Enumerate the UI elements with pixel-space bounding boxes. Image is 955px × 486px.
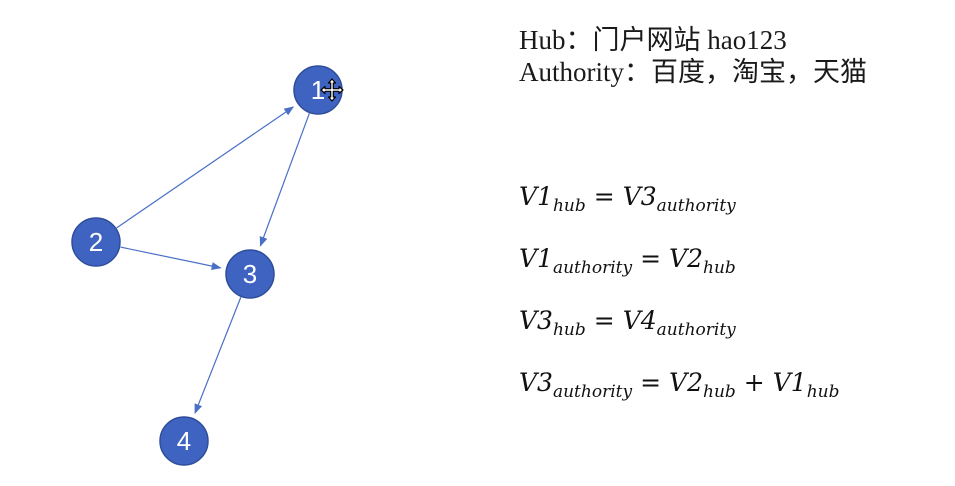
plus-sign: + bbox=[743, 368, 765, 397]
lhs-sub: authority bbox=[552, 382, 633, 402]
rhs-sub: authority bbox=[656, 196, 736, 216]
hub-definition: Hub：门户网站 hao123 bbox=[519, 25, 787, 55]
node-label: 1 bbox=[311, 75, 325, 105]
node-circle bbox=[225, 249, 275, 299]
equation-4: V3authority=V2hub+V1hub bbox=[519, 368, 839, 402]
lhs-var: V1 bbox=[519, 182, 553, 211]
edge-2-to-3 bbox=[120, 246, 222, 270]
lhs-sub: hub bbox=[552, 196, 586, 216]
lhs-sub: hub bbox=[552, 320, 586, 340]
rhs-var: V4 bbox=[622, 306, 657, 335]
equals-sign: = bbox=[593, 306, 615, 335]
equals-sign: = bbox=[640, 368, 662, 397]
node-label: 2 bbox=[89, 227, 103, 257]
equation-2: V1authority =V2hub bbox=[519, 244, 736, 278]
edge-3-to-4 bbox=[194, 297, 242, 415]
rhs-var: V1 bbox=[772, 368, 807, 397]
rhs-var: V2 bbox=[669, 368, 703, 397]
equation-3: V3hub =V4authority bbox=[519, 306, 736, 340]
authority-definition: Authority：百度，淘宝，天猫 bbox=[519, 57, 867, 87]
equals-sign: = bbox=[593, 182, 615, 211]
node-circle bbox=[71, 217, 121, 267]
rhs-var: V3 bbox=[622, 182, 657, 211]
lhs-var: V1 bbox=[519, 244, 553, 273]
rhs-sub: hub bbox=[703, 258, 736, 278]
lhs-sub: authority bbox=[552, 258, 633, 278]
node-3: 3 bbox=[225, 249, 275, 299]
rhs-sub: hub bbox=[703, 382, 736, 402]
lhs-var: V3 bbox=[519, 368, 553, 397]
node-circle bbox=[159, 416, 209, 466]
rhs-sub: authority bbox=[656, 320, 736, 340]
edge-1-to-3 bbox=[259, 113, 310, 247]
lhs-var: V3 bbox=[519, 306, 553, 335]
edge-2-to-1 bbox=[116, 106, 295, 229]
move-cursor-icon bbox=[320, 78, 344, 102]
graph-diagram: 1 2 3 4 bbox=[71, 65, 343, 466]
rhs-var: V2 bbox=[669, 244, 703, 273]
node-4: 4 bbox=[159, 416, 209, 466]
node-2: 2 bbox=[71, 217, 121, 267]
node-label: 4 bbox=[177, 426, 191, 456]
equation-1: V1hub =V3authority bbox=[519, 182, 736, 216]
rhs-sub: hub bbox=[806, 382, 840, 402]
definitions-block: Hub：门户网站 hao123 Authority：百度，淘宝，天猫 bbox=[519, 24, 867, 88]
node-label: 3 bbox=[243, 259, 257, 289]
equals-sign: = bbox=[640, 244, 662, 273]
